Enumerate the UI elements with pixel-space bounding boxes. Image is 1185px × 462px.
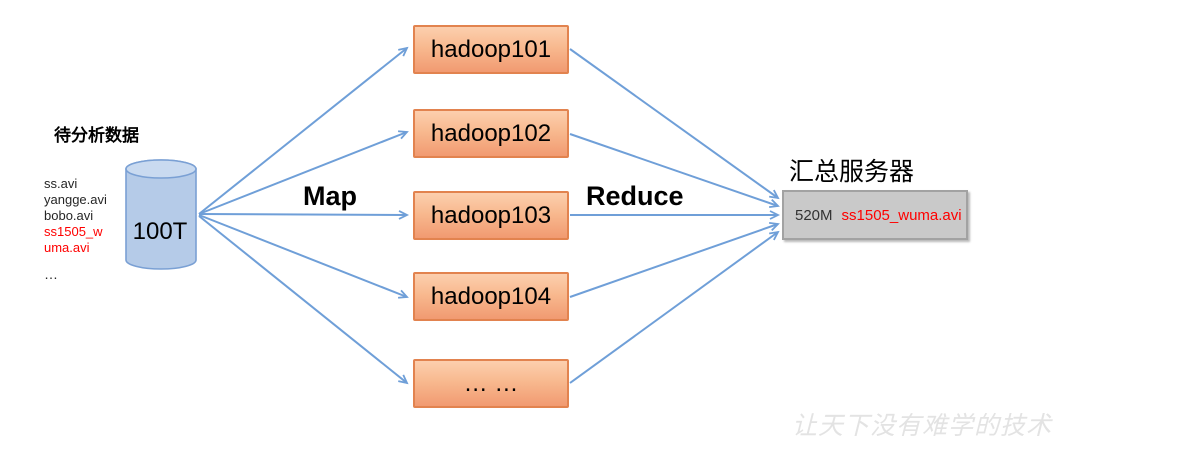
node-box-more: … … (413, 359, 569, 408)
node-box-hadoop102: hadoop102 (413, 109, 569, 158)
file-list-ellipsis: … (44, 266, 59, 282)
sink-server-label: 汇总服务器 (789, 158, 915, 186)
file-item-highlighted: ss1505_w (44, 224, 103, 239)
sink-server-box: 520M ss1505_wuma.avi (782, 190, 968, 240)
node-label: … … (463, 369, 519, 397)
watermark-text: 让天下没有难学的技术 (792, 412, 1053, 440)
file-item: yangge.avi (44, 192, 107, 207)
file-item: ss.avi (44, 176, 78, 191)
file-item-highlighted: uma.avi (44, 240, 90, 255)
source-data-label: 待分析数据 (54, 126, 139, 145)
file-item: bobo.avi (44, 208, 94, 223)
node-box-hadoop104: hadoop104 (413, 272, 569, 321)
source-file-list: ss.avi yangge.avi bobo.avi ss1505_w uma.… (44, 176, 107, 282)
database-cylinder-icon (124, 158, 198, 272)
map-stage-label: Map (303, 181, 357, 211)
sink-file-size: 520M (795, 206, 833, 224)
node-label: hadoop101 (430, 35, 552, 63)
sink-file-name: ss1505_wuma.avi (841, 206, 962, 224)
reduce-stage-label: Reduce (586, 181, 684, 211)
node-label: hadoop104 (430, 282, 552, 310)
node-box-hadoop101: hadoop101 (413, 25, 569, 74)
node-label: hadoop102 (430, 119, 552, 147)
node-box-hadoop103: hadoop103 (413, 191, 569, 240)
node-label: hadoop103 (430, 201, 552, 229)
source-capacity-label: 100T (132, 218, 188, 245)
